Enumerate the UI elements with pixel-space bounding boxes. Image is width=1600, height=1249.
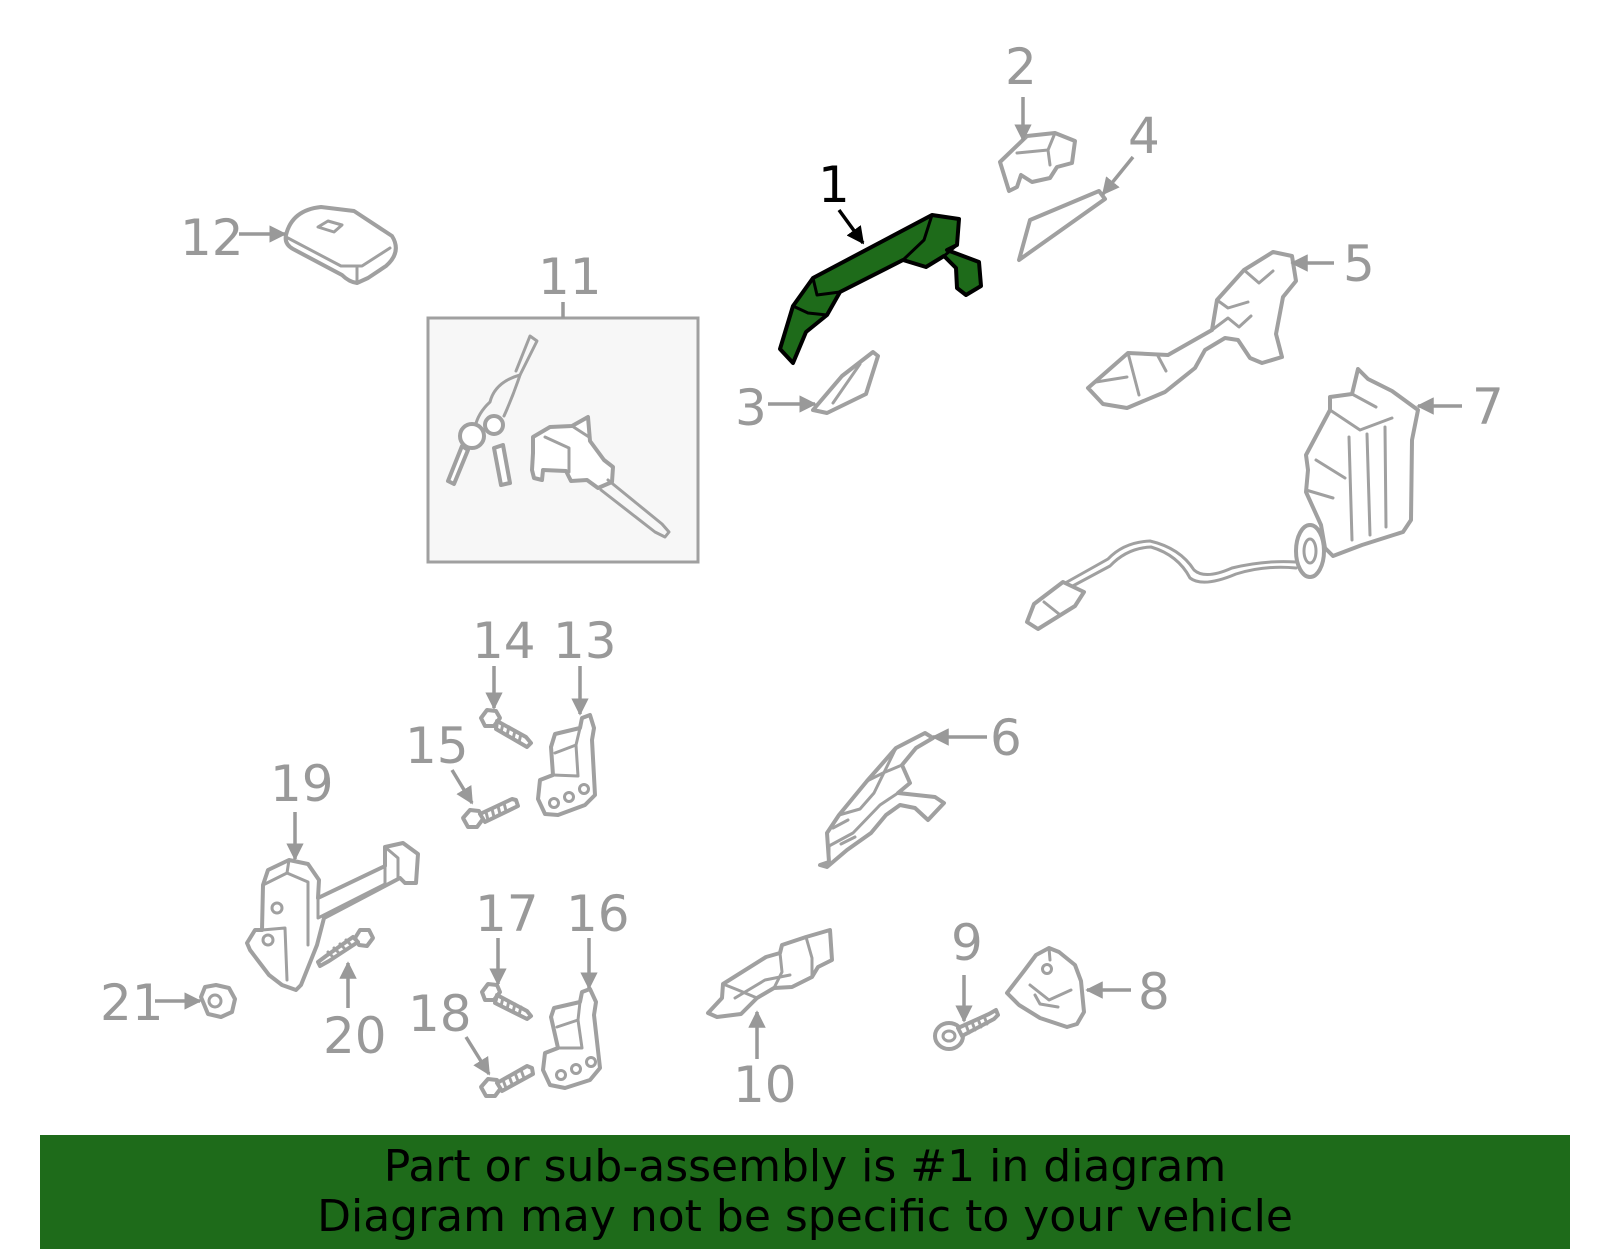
banner-line-1: Part or sub-assembly is #1 in diagram — [383, 1141, 1227, 1192]
part-14-bolt[interactable] — [479, 708, 533, 749]
part-10-inside-handle[interactable] — [706, 928, 834, 1019]
part-17-bolt[interactable] — [480, 982, 533, 1021]
part-7-door-latch[interactable] — [1025, 367, 1420, 631]
callout-13[interactable]: 13 — [553, 612, 617, 670]
part-8-striker[interactable] — [1005, 946, 1086, 1029]
part-18-bolt[interactable] — [479, 1064, 535, 1098]
callout-8[interactable]: 8 — [1138, 963, 1170, 1021]
callout-15[interactable]: 15 — [405, 717, 469, 775]
part-16-hinge[interactable] — [541, 987, 602, 1090]
part-11-lock-cylinder-kit[interactable] — [426, 316, 700, 564]
callout-7[interactable]: 7 — [1472, 378, 1504, 436]
callout-19[interactable]: 19 — [270, 755, 334, 813]
callout-9[interactable]: 9 — [951, 914, 983, 972]
callout-3[interactable]: 3 — [735, 379, 767, 437]
callout-12[interactable]: 12 — [180, 209, 244, 267]
part-21-nut[interactable] — [199, 983, 237, 1019]
callout-21[interactable]: 21 — [100, 974, 164, 1032]
part-3-gasket[interactable] — [811, 350, 880, 415]
callout-10[interactable]: 10 — [733, 1056, 797, 1114]
callout-6[interactable]: 6 — [990, 709, 1022, 767]
part-5-handle-bracket[interactable] — [1086, 250, 1298, 410]
part-1-door-handle[interactable] — [778, 213, 983, 365]
callout-18[interactable]: 18 — [408, 985, 472, 1043]
part-2-handle-cap[interactable] — [998, 131, 1077, 193]
callout-16[interactable]: 16 — [566, 885, 630, 943]
part-4-gasket[interactable] — [1017, 189, 1107, 262]
banner-line-2: Diagram may not be specific to your vehi… — [317, 1191, 1293, 1242]
part-15-bolt[interactable] — [461, 797, 520, 829]
callout-14[interactable]: 14 — [472, 612, 536, 670]
part-19-door-check[interactable] — [245, 841, 420, 992]
part-20-bolt[interactable] — [316, 928, 375, 968]
selected-part-banner: Part or sub-assembly is #1 in diagram Di… — [40, 1135, 1570, 1249]
part-9-screw[interactable] — [933, 1008, 1000, 1051]
part-12-key-fob[interactable] — [283, 205, 398, 285]
callout-4[interactable]: 4 — [1128, 107, 1160, 165]
part-6-bracket[interactable] — [818, 731, 946, 869]
callout-20[interactable]: 20 — [323, 1007, 387, 1065]
callout-17[interactable]: 17 — [475, 885, 539, 943]
part-13-hinge[interactable] — [536, 713, 597, 817]
callout-11[interactable]: 11 — [538, 248, 602, 306]
callout-2[interactable]: 2 — [1005, 38, 1037, 96]
callout-5[interactable]: 5 — [1343, 235, 1375, 293]
callout-1[interactable]: 1 — [818, 156, 850, 214]
